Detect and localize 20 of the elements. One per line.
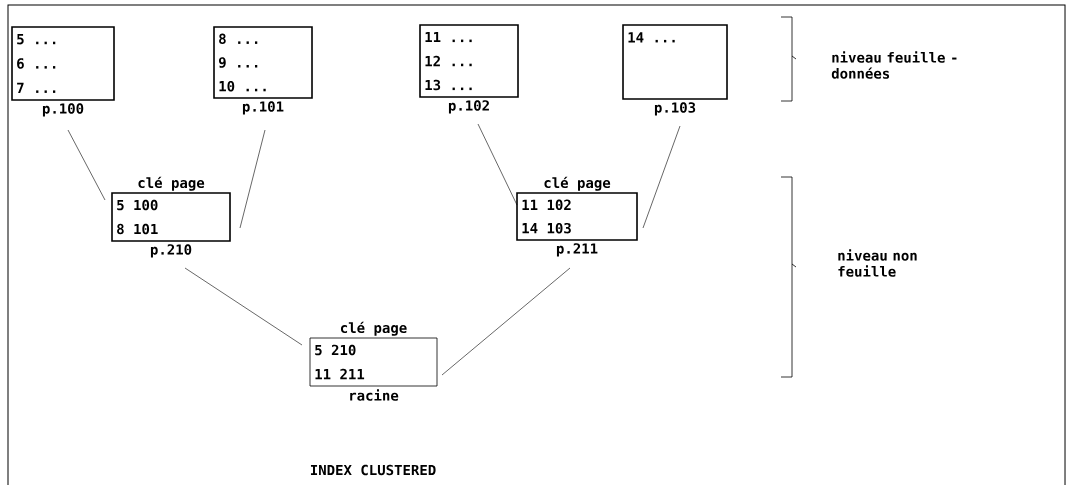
connector-line	[184, 267, 303, 346]
page-box: 14 ...	[622, 24, 728, 100]
connector-line	[67, 129, 106, 201]
page-box: 11 ... 12 ... 13 ...	[419, 24, 519, 98]
page-label: racine	[350, 389, 399, 401]
connector-line	[642, 125, 681, 229]
page-label: p.100	[42, 103, 84, 117]
page-label: p.211	[556, 243, 598, 257]
connector-line	[441, 267, 571, 376]
page-box: 8 ... 9 ... 10 ...	[213, 26, 313, 99]
level-label: niveau feuille - données	[831, 51, 957, 79]
page-label: p.210	[150, 244, 192, 258]
page-label: p.101	[242, 101, 284, 115]
connector-line	[239, 129, 266, 229]
level-label: niveau non feuille	[838, 249, 917, 277]
page-box: 5 ... 6 ... 7 ...	[11, 26, 115, 101]
connector-line	[477, 123, 518, 206]
page-label: p.103	[654, 102, 696, 116]
caption: INDEX CLUSTERED	[310, 464, 436, 476]
page-label: p.102	[448, 100, 489, 114]
